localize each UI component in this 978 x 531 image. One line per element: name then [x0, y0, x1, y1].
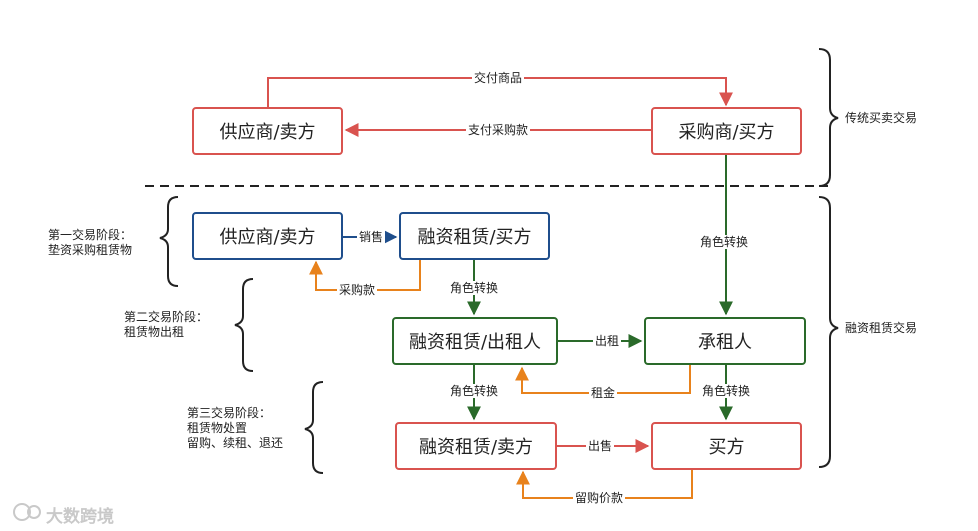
brace-stage2: [234, 278, 254, 372]
label-retention-price: 留购价款: [573, 491, 626, 505]
stage1-note: 第一交易阶段： 垫资采购租赁物: [48, 228, 132, 258]
label-lease-out: 出租: [593, 334, 622, 348]
label-traditional-trade: 传统买卖交易: [845, 111, 918, 125]
brace-traditional: [818, 48, 839, 187]
stage1-title: 第一交易阶段：: [48, 228, 133, 242]
stage3-title: 第三交易阶段：: [187, 406, 272, 420]
label-role-change-2: 角色转换: [448, 384, 501, 398]
stage3-buyer-box: 买方: [651, 422, 802, 470]
stage3-note: 第三交易阶段： 租赁物处置 留购、续租、退还: [187, 406, 283, 451]
stage3-lessor-seller-box: 融资租赁/卖方: [395, 422, 557, 470]
stage3-desc-2: 留购、续租、退还: [187, 436, 284, 450]
stage2-note: 第二交易阶段： 租赁物出租: [124, 310, 208, 340]
label-role-change-3: 角色转换: [700, 384, 753, 398]
stage2-desc: 租赁物出租: [124, 325, 185, 339]
label-sales: 销售: [357, 230, 386, 244]
top-buyer-box: 采购商/买方: [651, 107, 802, 155]
stage1-supplier-box: 供应商/卖方: [192, 212, 343, 260]
label-finance-lease-trade: 融资租赁交易: [845, 321, 918, 335]
top-supplier-box: 供应商/卖方: [192, 107, 343, 155]
stage3-desc-1: 租赁物处置: [187, 421, 248, 435]
stage2-lessor-box: 融资租赁/出租人: [392, 317, 558, 365]
brace-stage1: [159, 196, 179, 287]
watermark-text: 大数跨境: [46, 507, 114, 527]
label-role-change-right: 角色转换: [698, 235, 751, 249]
stage1-lessor-buyer-box: 融资租赁/买方: [399, 212, 550, 260]
stage2-lessee-box: 承租人: [644, 317, 806, 365]
watermark: 大数跨境: [46, 502, 114, 527]
brace-finance-lease: [818, 196, 839, 468]
watermark-logo-icon: [13, 503, 41, 521]
label-role-change-1: 角色转换: [448, 281, 501, 295]
label-deliver-goods: 交付商品: [472, 71, 525, 85]
label-pay-purchase: 支付采购款: [466, 123, 531, 137]
stage1-desc: 垫资采购租赁物: [48, 243, 133, 257]
stage2-title: 第二交易阶段：: [124, 310, 209, 324]
label-sell: 出售: [586, 439, 615, 453]
label-rent: 租金: [589, 386, 618, 400]
label-purchase-payment: 采购款: [337, 283, 378, 297]
brace-stage3: [304, 381, 324, 474]
